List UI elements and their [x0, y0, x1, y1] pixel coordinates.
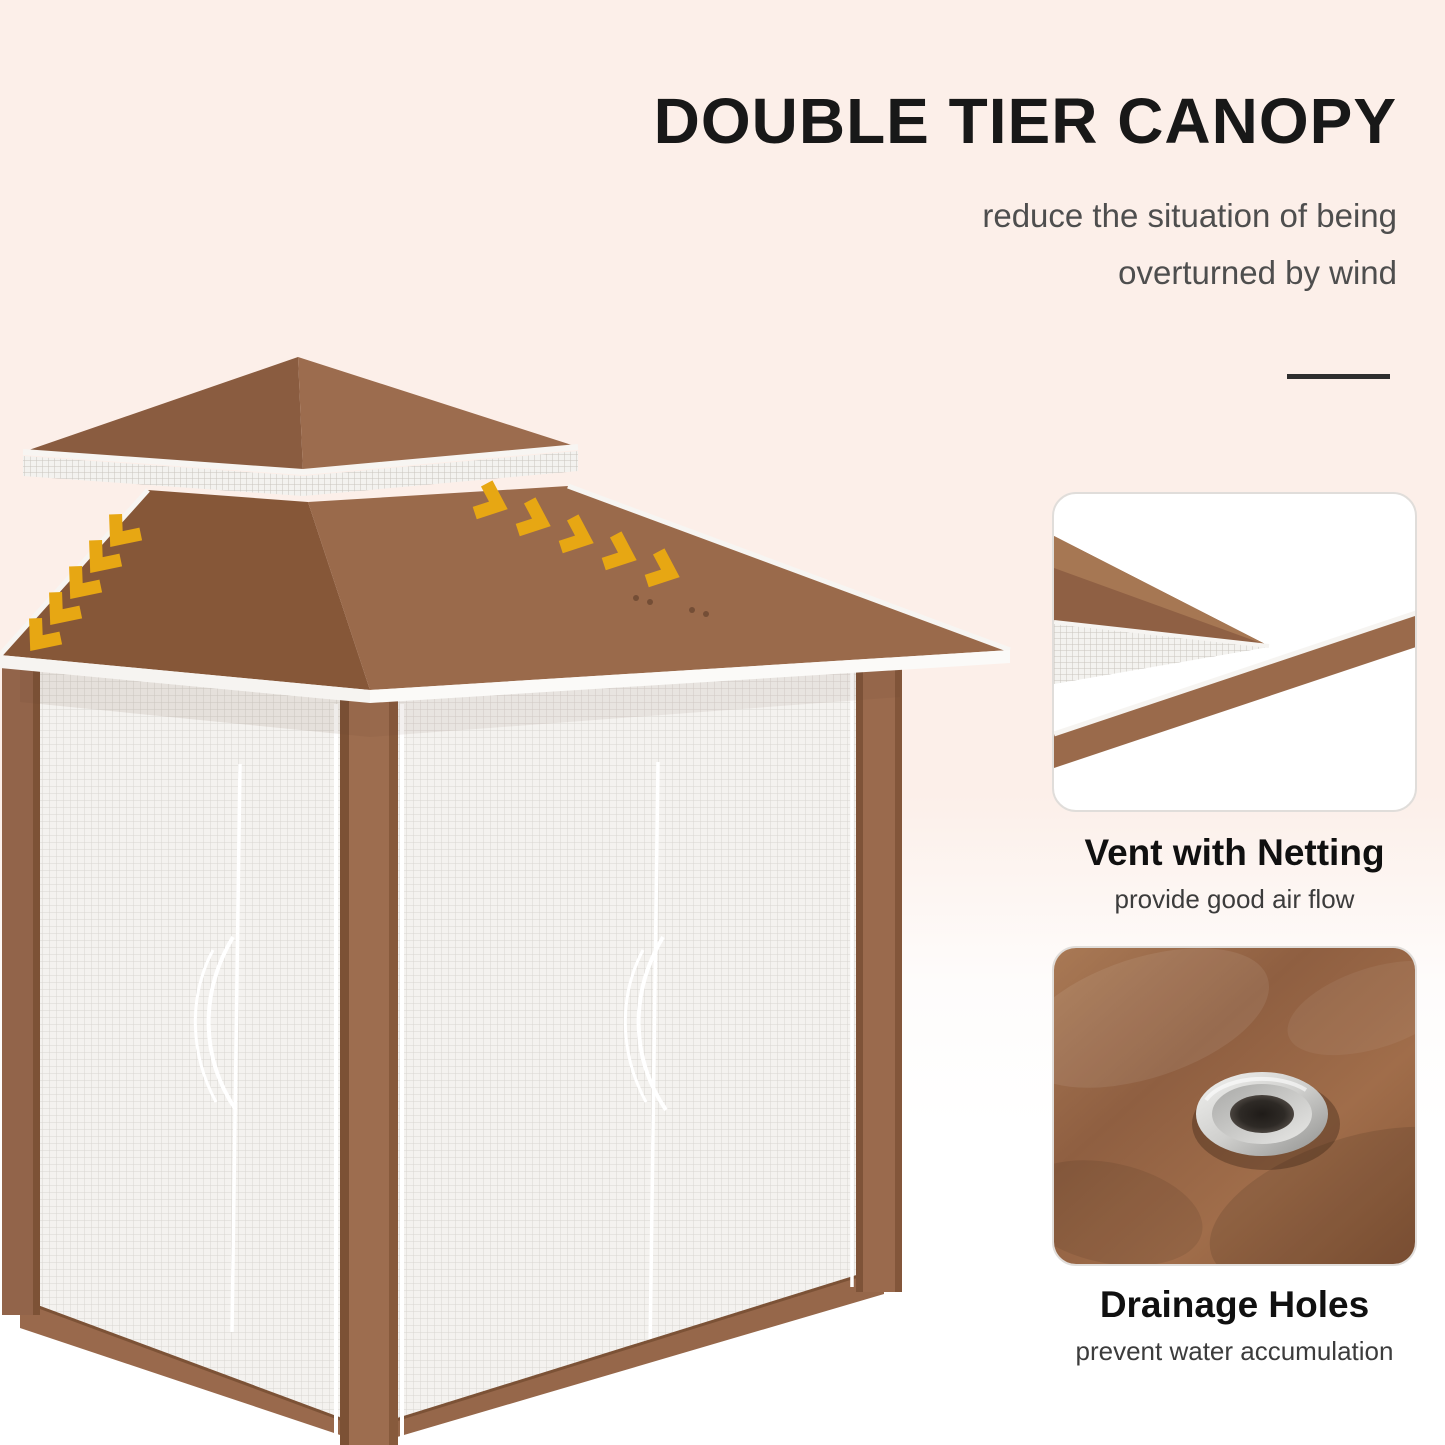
subtitle-line-1: reduce the situation of being	[982, 197, 1397, 234]
airflow-arrows-right-icon	[472, 480, 680, 588]
top-canopy	[22, 357, 579, 476]
mesh-wall-left	[20, 670, 370, 1445]
corner-post-right	[850, 664, 902, 1292]
bottom-rails	[19, 1266, 885, 1445]
drainage-feature-title: Drainage Holes	[1099, 1284, 1370, 1325]
drainage-feature-subtitle: prevent water accumulation	[1075, 1336, 1394, 1366]
mesh-wall-right	[370, 668, 900, 1445]
corner-post-front	[334, 697, 404, 1445]
airflow-arrows-left-icon	[29, 514, 143, 652]
vent-upper-canopy	[1054, 536, 1270, 648]
vent-feature-subtitle: provide good air flow	[1114, 884, 1355, 914]
canopy-drainage-dots	[633, 595, 709, 617]
gazebo-illustration	[0, 352, 1012, 1445]
mesh-zipper-details	[193, 761, 668, 1353]
main-canopy	[0, 483, 1011, 703]
corner-post-left	[2, 667, 40, 1315]
under-roof-shadow	[20, 669, 900, 737]
accent-dash	[1287, 374, 1390, 379]
page-title: DOUBLE TIER CANOPY	[653, 85, 1397, 157]
drainage-closeup-card	[1052, 946, 1417, 1266]
drainage-closeup-illustration	[1054, 948, 1415, 1264]
page-subtitle: reduce the situation of being overturned…	[982, 188, 1397, 302]
vent-closeup-card	[1052, 492, 1417, 812]
gazebo-svg	[0, 357, 1011, 1445]
vent-mesh-band-icon	[1054, 624, 1269, 684]
vent-netting-band	[23, 451, 578, 496]
vent-feature-title: Vent with Netting	[1084, 832, 1385, 873]
vent-lower-canopy	[1054, 610, 1415, 768]
grommet-icon	[1192, 1072, 1340, 1170]
vent-closeup-illustration	[1054, 536, 1415, 768]
subtitle-line-2: overturned by wind	[1118, 253, 1397, 291]
